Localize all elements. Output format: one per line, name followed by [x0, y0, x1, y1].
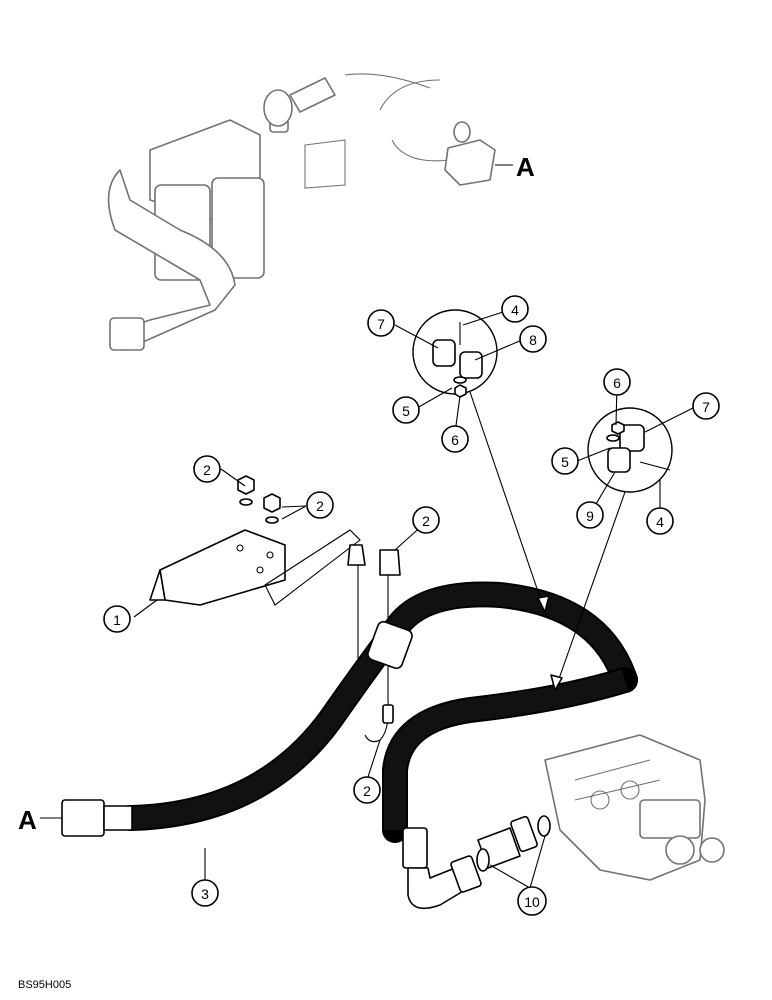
- callout-9: 9: [576, 501, 604, 529]
- clip-detail-view-upper: [412, 309, 498, 398]
- adapter-fitting: [476, 815, 551, 872]
- callout-2-label: 2: [363, 783, 371, 799]
- callout-2: 2: [193, 455, 221, 483]
- bracket-link-outline: [264, 529, 361, 606]
- callout-5: 5: [392, 396, 420, 424]
- callout-6-label: 6: [451, 432, 459, 448]
- figure-code: BS95H005: [18, 979, 71, 991]
- nut-washer-stack-right: [263, 493, 281, 524]
- u-bolt-clamp: [347, 544, 401, 743]
- callout-6: 6: [441, 425, 469, 453]
- callout-8-label: 8: [529, 332, 537, 348]
- leader-lines: [133, 310, 694, 889]
- callout-2-label: 2: [422, 513, 430, 529]
- callout-7: 7: [367, 309, 395, 337]
- callout-2: 2: [353, 776, 381, 804]
- callout-8: 8: [519, 325, 547, 353]
- callout-1-label: 1: [113, 612, 121, 628]
- mounting-bracket: [149, 529, 286, 606]
- callout-7-label: 7: [702, 399, 710, 415]
- callout-2: 2: [306, 491, 334, 519]
- callout-4-label: 4: [656, 514, 664, 530]
- callout-4: 4: [501, 295, 529, 323]
- callout-4-label: 4: [511, 302, 519, 318]
- pressure-hose: [117, 581, 638, 843]
- callout-7-label: 7: [377, 316, 385, 332]
- callout-3-label: 3: [201, 886, 209, 902]
- callout-2-label: 2: [203, 462, 211, 478]
- callout-9-label: 9: [586, 508, 594, 524]
- filter-assembly: [107, 73, 496, 351]
- callout-5-label: 5: [402, 403, 410, 419]
- callout-2-label: 2: [316, 498, 324, 514]
- callout-1: 1: [103, 605, 131, 633]
- callout-5-label: 5: [561, 454, 569, 470]
- callout-6-label: 6: [613, 375, 621, 391]
- clip-detail-view-lower: [587, 407, 673, 493]
- callout-4: 4: [646, 507, 674, 535]
- callout-10-label: 10: [524, 894, 540, 910]
- elbow-fitting: [402, 827, 482, 910]
- callout-6: 6: [603, 368, 631, 396]
- control-valve: [544, 734, 725, 881]
- callout-3: 3: [191, 879, 219, 907]
- callout-7: 7: [692, 392, 720, 420]
- callout-10: 10: [517, 886, 547, 916]
- hose-end-fitting-left: [61, 799, 133, 837]
- nut-washer-stack-left: [237, 475, 255, 506]
- callout-2: 2: [412, 506, 440, 534]
- reference-a-bottom: A: [18, 805, 37, 835]
- reference-a-top: A: [516, 152, 535, 182]
- callout-5: 5: [551, 447, 579, 475]
